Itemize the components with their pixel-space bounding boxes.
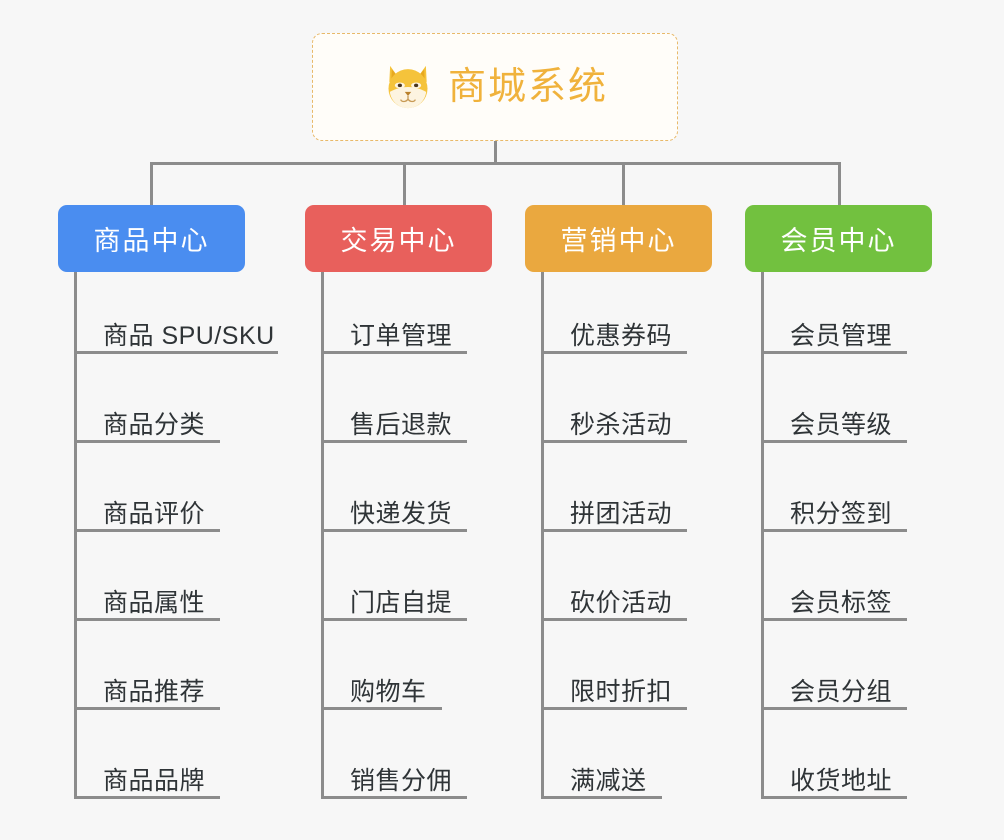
connector-drop-1 — [150, 162, 153, 207]
leaf-item-label: 商品推荐 — [103, 677, 206, 706]
leaf-item-label: 门店自提 — [350, 588, 453, 617]
leaf-item-label: 快递发货 — [350, 499, 453, 528]
leaf-item[interactable]: 商品 SPU/SKU — [74, 310, 278, 354]
leaf-item[interactable]: 拼团活动 — [541, 488, 687, 532]
branch-header-label: 交易中心 — [340, 226, 457, 256]
leaf-item[interactable]: 收货地址 — [761, 755, 907, 799]
branch-header-4[interactable]: 会员中心 — [745, 205, 932, 272]
leaf-item[interactable]: 积分签到 — [761, 488, 907, 532]
connector-drop-3 — [622, 162, 625, 207]
branch-header-2[interactable]: 交易中心 — [305, 205, 492, 272]
connector-root-stem — [494, 141, 497, 165]
leaf-item-label: 会员等级 — [790, 410, 893, 439]
leaf-item[interactable]: 会员分组 — [761, 666, 907, 710]
connector-horizontal-bus — [150, 162, 841, 165]
leaf-item-label: 商品品牌 — [103, 766, 206, 795]
leaf-item[interactable]: 快递发货 — [321, 488, 467, 532]
leaf-item-label: 满减送 — [570, 766, 647, 795]
leaf-item-label: 收货地址 — [790, 766, 893, 795]
leaf-item[interactable]: 商品属性 — [74, 577, 220, 621]
leaf-item[interactable]: 订单管理 — [321, 310, 467, 354]
branch-header-label: 会员中心 — [780, 226, 897, 256]
leaf-item-label: 商品分类 — [103, 410, 206, 439]
leaf-item-label: 限时折扣 — [570, 677, 673, 706]
leaf-item[interactable]: 商品分类 — [74, 399, 220, 443]
leaf-item[interactable]: 商品品牌 — [74, 755, 220, 799]
leaf-item[interactable]: 秒杀活动 — [541, 399, 687, 443]
root-title: 商城系统 — [447, 66, 608, 108]
branch-header-label: 商品中心 — [93, 226, 210, 256]
leaf-item-label: 销售分佣 — [350, 766, 453, 795]
leaf-item-label: 拼团活动 — [570, 499, 673, 528]
leaf-item[interactable]: 商品评价 — [74, 488, 220, 532]
leaf-item-label: 购物车 — [350, 677, 427, 706]
shiba-dog-face-icon — [382, 61, 434, 113]
leaf-item[interactable]: 满减送 — [541, 755, 662, 799]
branch-spine-3 — [541, 272, 544, 799]
leaf-item[interactable]: 销售分佣 — [321, 755, 467, 799]
leaf-item-label: 订单管理 — [350, 321, 453, 350]
leaf-item-label: 砍价活动 — [570, 588, 673, 617]
branch-header-3[interactable]: 营销中心 — [525, 205, 712, 272]
branch-header-1[interactable]: 商品中心 — [58, 205, 245, 272]
leaf-item[interactable]: 会员标签 — [761, 577, 907, 621]
leaf-item[interactable]: 优惠券码 — [541, 310, 687, 354]
connector-drop-4 — [838, 162, 841, 207]
leaf-item-label: 会员标签 — [790, 588, 893, 617]
leaf-item-label: 售后退款 — [350, 410, 453, 439]
leaf-item-label: 会员管理 — [790, 321, 893, 350]
leaf-item[interactable]: 限时折扣 — [541, 666, 687, 710]
leaf-item-label: 秒杀活动 — [570, 410, 673, 439]
leaf-item[interactable]: 售后退款 — [321, 399, 467, 443]
leaf-item-label: 会员分组 — [790, 677, 893, 706]
leaf-item[interactable]: 门店自提 — [321, 577, 467, 621]
leaf-item-label: 优惠券码 — [570, 321, 673, 350]
leaf-item[interactable]: 会员管理 — [761, 310, 907, 354]
leaf-item[interactable]: 购物车 — [321, 666, 442, 710]
root-node[interactable]: 商城系统 — [312, 33, 678, 141]
connector-drop-2 — [403, 162, 406, 207]
branch-spine-2 — [321, 272, 324, 799]
leaf-item-label: 积分签到 — [790, 499, 893, 528]
branch-spine-1 — [74, 272, 77, 799]
branch-spine-4 — [761, 272, 764, 799]
leaf-item[interactable]: 会员等级 — [761, 399, 907, 443]
leaf-item[interactable]: 商品推荐 — [74, 666, 220, 710]
leaf-item[interactable]: 砍价活动 — [541, 577, 687, 621]
leaf-item-label: 商品评价 — [103, 499, 206, 528]
branch-header-label: 营销中心 — [560, 226, 677, 256]
leaf-item-label: 商品 SPU/SKU — [103, 321, 275, 350]
leaf-item-label: 商品属性 — [103, 588, 206, 617]
